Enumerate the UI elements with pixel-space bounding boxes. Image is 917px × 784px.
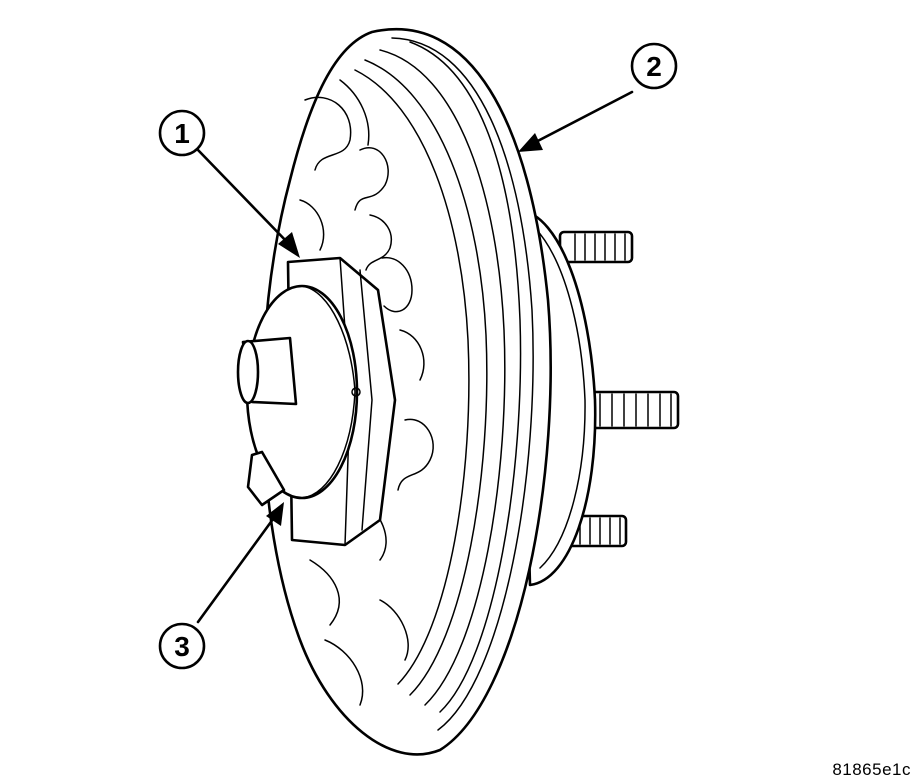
figure-id: 81865e1c [832,760,911,779]
rotor-outer-edge [261,27,552,756]
callout-1: 1 [158,109,206,157]
callout-2-label: 2 [646,51,662,82]
callout-2: 2 [630,42,678,90]
leader-arrow-3 [196,513,278,624]
leader-arrow-2 [528,90,634,147]
callout-3: 3 [158,622,206,670]
wheel-stud-upper [558,230,634,264]
callout-3-label: 3 [174,631,190,662]
leader-arrow-1 [196,148,292,247]
leader-arrows [196,90,634,624]
rotor-assembly [261,27,552,756]
sensor-tab [246,450,286,507]
callout-1-label: 1 [174,118,190,149]
axle-shaft-end [236,336,298,406]
wheel-stud-middle [584,390,680,430]
wheel-studs [558,230,680,548]
